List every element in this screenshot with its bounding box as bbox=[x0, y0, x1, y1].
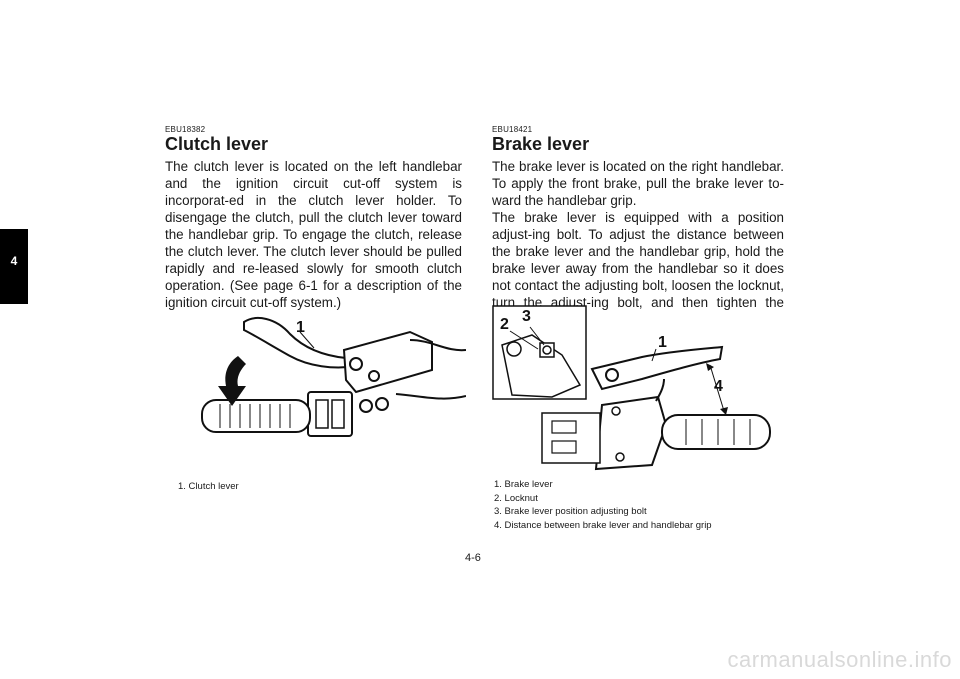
section-body: The clutch lever is located on the left … bbox=[165, 158, 462, 311]
section-heading: Brake lever bbox=[492, 134, 590, 154]
section-code: EBU18382 bbox=[165, 125, 206, 134]
paragraph: The clutch lever is located on the left … bbox=[165, 159, 462, 310]
clutch-lever-illustration: 1 bbox=[201, 317, 466, 437]
section-code: EBU18421 bbox=[492, 125, 533, 134]
caption-4: 4. Distance between brake lever and hand… bbox=[494, 519, 712, 531]
figure-label-1: 1 bbox=[296, 319, 305, 336]
page-number: 4-6 bbox=[465, 552, 481, 564]
figure-label-4: 4 bbox=[714, 378, 723, 395]
figure-captions: 1. Brake lever 2. Locknut 3. Brake lever… bbox=[494, 478, 712, 532]
chapter-tab-number: 4 bbox=[10, 254, 18, 268]
caption-1: 1. Brake lever bbox=[494, 479, 553, 490]
figure-label-1: 1 bbox=[658, 334, 667, 351]
brake-lever-section: EBU18421 Brake lever The brake lever is … bbox=[492, 125, 784, 328]
section-heading: Clutch lever bbox=[165, 134, 269, 154]
section-body: The brake lever is located on the right … bbox=[492, 158, 784, 328]
figure-label-3: 3 bbox=[522, 308, 531, 325]
watermark: carmanualsonline.info bbox=[727, 647, 952, 672]
brake-lever-illustration: 2 3 1 4 bbox=[492, 305, 771, 471]
paragraph-1: The brake lever is located on the right … bbox=[492, 159, 784, 208]
figure-caption: 1. Clutch lever bbox=[178, 481, 239, 492]
caption-2: 2. Locknut bbox=[494, 492, 538, 504]
caption-3: 3. Brake lever position adjusting bolt bbox=[494, 506, 647, 517]
clutch-lever-section: EBU18382 Clutch lever The clutch lever i… bbox=[165, 125, 462, 311]
figure-label-2: 2 bbox=[500, 316, 509, 333]
chapter-tab: 4 bbox=[0, 229, 28, 304]
